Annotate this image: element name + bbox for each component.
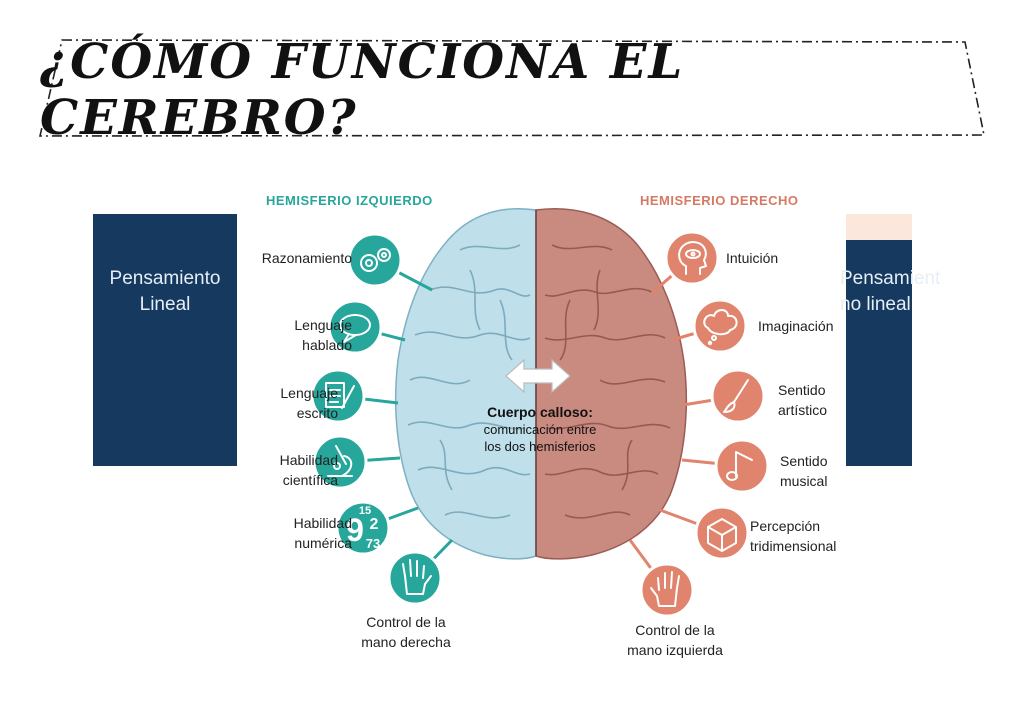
left-thinking-panel: Pensamiento Lineal bbox=[93, 214, 237, 466]
corpus-callosum-caption: Cuerpo calloso: comunicación entre los d… bbox=[462, 404, 618, 455]
cube-icon bbox=[707, 518, 737, 552]
numbers-icon-digit: 15 bbox=[359, 505, 371, 517]
thought-bubble-icon bbox=[703, 309, 738, 346]
corpus-callosum-title: Cuerpo calloso: bbox=[487, 404, 593, 420]
right-function-label: Sentido musical bbox=[780, 453, 828, 489]
paintbrush-icon bbox=[723, 379, 749, 413]
microscope-icon bbox=[327, 445, 353, 477]
gears-icon bbox=[360, 248, 391, 272]
right-function-label: Sentido artístico bbox=[778, 382, 828, 418]
left-function-icon-circle bbox=[335, 500, 391, 556]
left-function-icon-circle bbox=[387, 550, 443, 606]
right-function-label: Imaginación bbox=[758, 318, 834, 334]
right-hand-icon bbox=[402, 559, 432, 595]
left-function-label: Habilidad numérica bbox=[293, 515, 352, 551]
left-function-label: Razonamiento bbox=[261, 250, 352, 266]
right-function-icon-circle bbox=[714, 438, 770, 494]
right-function-icon-circle bbox=[639, 562, 695, 618]
corpus-callosum-arrow-icon bbox=[505, 358, 571, 394]
left-brain-folds bbox=[407, 244, 531, 519]
left-function-icon-circle bbox=[312, 434, 368, 490]
left-function-label: Lenguaje escrito bbox=[280, 385, 338, 421]
left-function-icon-circle bbox=[327, 299, 383, 355]
right-brain-folds bbox=[544, 244, 671, 519]
page-title: ¿CÓMO FUNCIONA EL CEREBRO? bbox=[40, 34, 685, 146]
numbers-icon-digit: 73 bbox=[366, 536, 380, 551]
numbers-icon-digit: 9 bbox=[346, 512, 364, 548]
right-thinking-panel: Pensamiento no lineal bbox=[840, 214, 940, 466]
right-function-label: Percepción tridimensional bbox=[750, 518, 837, 554]
right-panel-label: Pensamiento no lineal bbox=[840, 268, 940, 315]
right-function-icon-circle bbox=[692, 298, 748, 354]
right-function-label: Intuición bbox=[726, 250, 779, 266]
left-function-label: Lenguaje hablado bbox=[294, 317, 352, 353]
right-function-icon-circle bbox=[694, 505, 750, 561]
head-eye-icon bbox=[678, 241, 707, 275]
left-function-label: Habilidad científica bbox=[279, 452, 338, 488]
numbers-icon-digit: 2 bbox=[370, 516, 379, 533]
speech-bubble-icon bbox=[339, 314, 371, 343]
music-note-icon bbox=[726, 451, 753, 481]
corpus-callosum-text: comunicación entre los dos hemisferios bbox=[483, 422, 597, 454]
right-hemisphere-heading: HEMISFERIO DERECHO bbox=[640, 193, 799, 208]
right-function-label: Control de la mano izquierda bbox=[627, 622, 723, 658]
left-panel-label: Pensamiento Lineal bbox=[109, 268, 221, 315]
writing-icon bbox=[325, 382, 355, 409]
left-function-icon-circle bbox=[347, 232, 403, 288]
left-function-label: Control de la mano derecha bbox=[361, 614, 451, 650]
left-hemisphere-heading: HEMISFERIO IZQUIERDO bbox=[266, 193, 433, 208]
left-hand-icon bbox=[650, 571, 680, 607]
left-brain-hemisphere bbox=[394, 208, 537, 560]
